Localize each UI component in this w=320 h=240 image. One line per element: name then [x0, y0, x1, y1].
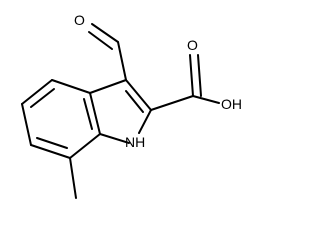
- bond-c7-c7a: [69, 133, 101, 159]
- molecule-diagram: O O OH NH: [21, 12, 242, 199]
- bond-cho-o-2: [88, 31, 113, 50]
- bond-c3a-c4: [51, 79, 91, 94]
- chemical-structure-canvas: O O OH NH: [21, 12, 242, 199]
- bond-c4-c5: [21, 79, 53, 105]
- bond-cho-o-1: [91, 23, 119, 43]
- atom-label-aldehyde-oxygen: O: [74, 12, 85, 28]
- bond-c3-c2-double: [125, 90, 144, 113]
- bond-c6-c7: [30, 144, 71, 159]
- bond-c7a-c3a-double: [83, 98, 93, 130]
- bond-c5-c6: [21, 103, 32, 146]
- bond-c3-c2: [125, 79, 152, 111]
- bond-c2-n1: [138, 109, 152, 134]
- bond-c7-methyl: [69, 157, 77, 199]
- bond-c4-c5-double: [30, 88, 55, 108]
- bond-cooh-oh: [192, 95, 220, 104]
- bond-cooh-o-1: [189, 54, 194, 97]
- atom-label-ring-nh: NH: [125, 134, 145, 150]
- bond-c3a-c3: [89, 79, 127, 94]
- atom-label-acid-hydroxyl: OH: [221, 96, 242, 112]
- bond-c7a-c3a: [89, 92, 101, 135]
- bond-c3-cho: [117, 41, 127, 81]
- bond-cooh-o-2: [197, 54, 202, 97]
- bond-n1-c7a: [99, 133, 130, 144]
- atom-label-acid-carbonyl-oxygen: O: [187, 37, 198, 53]
- bond-c6-c7-double: [36, 137, 68, 149]
- bond-c2-cooh: [150, 95, 194, 111]
